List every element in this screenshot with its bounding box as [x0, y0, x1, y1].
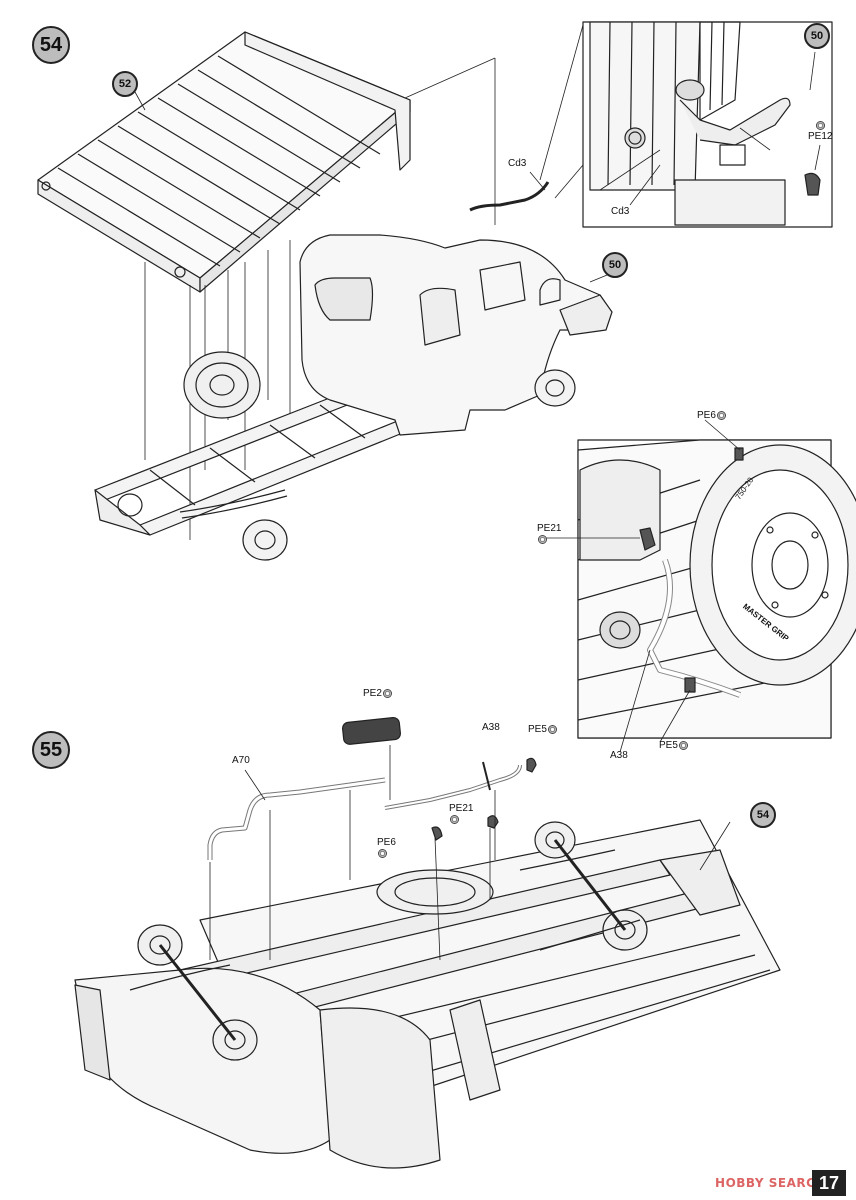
photo-etch-icon	[450, 814, 459, 824]
part-label-pe21: PE21	[449, 803, 473, 825]
exhaust-parts-55	[207, 717, 537, 860]
cargo-bed-drawing	[37, 31, 411, 293]
part-label-pe6: PE6	[377, 837, 396, 859]
photo-etch-icon	[378, 848, 387, 858]
step-number-54-label: 54	[39, 33, 63, 56]
part-label-pe21-text: PE21	[449, 803, 474, 814]
ref-badge-50-label: 50	[608, 259, 622, 271]
step-number-55: 55	[32, 731, 70, 769]
truck-chassis-54	[94, 181, 613, 561]
ref-badge-50: 50	[602, 252, 628, 278]
photo-etch-icon	[382, 688, 392, 698]
ref-badge-50-inset: 50	[804, 23, 830, 49]
part-label-a70: A70	[232, 755, 250, 766]
part-label-pe6-inset: PE6	[697, 410, 726, 421]
part-label-a38-text: A38	[482, 722, 500, 733]
ref-badge-54: 54	[750, 802, 776, 828]
part-label-pe6-inset-text: PE6	[697, 410, 716, 421]
photo-etch-icon	[678, 740, 688, 750]
part-label-pe5-inset-text: PE5	[659, 740, 678, 751]
part-label-pe12-text: PE12	[808, 131, 833, 142]
step-number-54: 54	[32, 26, 70, 64]
part-label-cd3-inset: Cd3	[611, 206, 629, 217]
part-label-a38: A38	[482, 722, 500, 733]
part-label-pe5-text: PE5	[528, 724, 547, 735]
part-label-cd3: Cd3	[508, 158, 526, 169]
photo-etch-icon	[538, 534, 547, 544]
ref-badge-54-label: 54	[756, 809, 770, 821]
photo-etch-icon	[716, 410, 726, 420]
ref-badge-50-inset-label: 50	[810, 30, 824, 42]
photo-etch-icon	[547, 724, 557, 734]
part-label-pe21-inset-text: PE21	[537, 523, 562, 534]
inset-top-detail	[582, 21, 833, 228]
truck-underside-55	[74, 819, 781, 1169]
page-number-text: 17	[818, 1172, 840, 1193]
watermark: HOBBY SEARCH	[715, 1176, 826, 1190]
part-label-cd3-text: Cd3	[508, 158, 527, 169]
inset-spare-wheel-detail	[577, 439, 856, 739]
watermark-text: HOBBY SEARCH	[715, 1176, 826, 1190]
part-label-pe5-inset: PE5	[659, 740, 688, 751]
ref-badge-52-label: 52	[118, 78, 132, 90]
part-label-pe12: PE12	[808, 120, 832, 142]
ref-badge-52: 52	[112, 71, 138, 97]
step-number-55-label: 55	[39, 738, 63, 761]
part-label-cd3-inset-text: Cd3	[611, 206, 630, 217]
part-label-pe2-text: PE2	[363, 688, 382, 699]
part-label-a38-inset-text: A38	[610, 750, 628, 761]
photo-etch-icon	[816, 120, 826, 130]
part-label-pe6-text: PE6	[377, 837, 396, 848]
part-label-a70-text: A70	[232, 755, 250, 766]
part-label-pe5: PE5	[528, 724, 557, 735]
page-number: 17	[812, 1170, 846, 1196]
part-label-pe2: PE2	[363, 688, 392, 699]
part-label-pe21-inset: PE21	[537, 523, 561, 545]
part-label-a38-inset: A38	[610, 750, 628, 761]
